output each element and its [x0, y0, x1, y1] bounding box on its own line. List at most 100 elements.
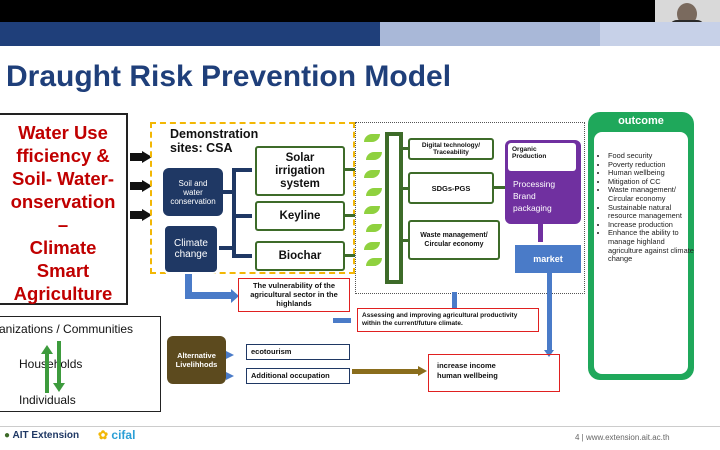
organizations-label: anizations / Communities: [0, 322, 134, 336]
sdgs-pgs-box: SDGs-PGS: [408, 172, 494, 204]
outcome-list: Food security Poverty reduction Human we…: [598, 151, 700, 264]
top-bar: [0, 0, 720, 22]
leaf-icon: [366, 224, 382, 232]
arrow-up-icon: [41, 345, 53, 354]
leaf-icon: [364, 206, 380, 214]
cifal-logo: ✿ cifal: [98, 428, 135, 442]
ecotourism-box: ecotourism: [246, 344, 350, 360]
leaf-icon: [364, 170, 380, 178]
income-line: human wellbeing: [437, 371, 498, 380]
vulnerability-box: The vulnerability of the agricultural se…: [238, 278, 350, 312]
arrow-head-1: [142, 151, 152, 163]
connector-navy-biochar: [236, 254, 252, 258]
outcome-title: outcome: [618, 115, 664, 127]
presenter-face: [677, 3, 697, 25]
individuals-label: Individuals: [19, 393, 76, 407]
connector-green-solar: [345, 168, 355, 171]
arrow-addocc: [226, 372, 234, 380]
waste-management-box: Waste management/ Circular economy: [408, 220, 500, 260]
connector-sdg-organic: [494, 186, 505, 189]
connector-green-sdg: [403, 187, 408, 190]
csa-box: Water Use fficiency & Soil- Water- onser…: [0, 113, 128, 305]
households-label: Households: [19, 357, 83, 371]
climate-change-box: Climate change: [163, 224, 219, 274]
header-band-dark: [0, 22, 380, 46]
footer-url: 4 | www.extension.ait.ac.th: [575, 433, 670, 442]
additional-occupation-box: Additional occupation: [246, 368, 350, 384]
connector-green-bottom: [385, 280, 403, 284]
arrow-organic-market: [538, 224, 543, 242]
connector-green-waste: [403, 239, 408, 242]
outcome-card: [594, 132, 688, 374]
leaf-icon: [366, 152, 382, 160]
footer-divider: [0, 426, 720, 427]
demo-sites-frame: [150, 122, 355, 274]
csa-text: Water Use fficiency & Soil- Water- onser…: [10, 122, 116, 304]
organic-production-title: Organic Production: [508, 143, 576, 171]
cifal-label: cifal: [111, 428, 136, 442]
globe-icon: ●: [4, 430, 11, 441]
arrow-head-income: [544, 350, 554, 357]
ait-extension-label: AIT Extension: [12, 430, 80, 441]
outcome-panel: outcome: [588, 112, 694, 380]
outcome-item: Increase production: [608, 220, 700, 230]
outcome-item: Food security: [608, 151, 700, 161]
alternative-livelihoods-box: Alternative Livelihhods: [167, 336, 226, 384]
connector-green-trunk-2: [399, 132, 403, 284]
outcome-item: Sustainable natural resource management: [608, 203, 700, 221]
arrow-up-shaft: [45, 353, 49, 393]
leaf-icon: [366, 258, 382, 266]
biochar-box: Biochar: [255, 241, 345, 271]
income-box: increase income human wellbeing: [428, 354, 560, 392]
arrow-shaft-1: [130, 153, 142, 161]
arrow-shaft-3: [130, 211, 142, 219]
cifal-icon: ✿: [98, 428, 109, 442]
connector-navy-keyline: [236, 214, 252, 218]
arrow-climate-vuln: [185, 292, 231, 299]
value-chain-frame: [355, 122, 585, 294]
connector-green-keyline: [345, 214, 355, 217]
solar-irrigation-box: Solar irrigation system: [255, 146, 345, 196]
arrow-shaft-2: [130, 182, 142, 190]
leaf-icon: [366, 188, 382, 196]
connector-navy-climate: [219, 246, 233, 250]
organic-item: packaging: [513, 203, 552, 213]
arrow-eco: [226, 351, 234, 359]
arrow-head-vuln: [231, 289, 239, 303]
ait-extension-logo: ● AIT Extension: [4, 430, 79, 441]
arrow-addocc-income: [352, 369, 420, 374]
leaf-icon: [364, 242, 380, 250]
outcome-item: Enhance the ability to manage highland a…: [608, 228, 700, 263]
organic-production-box: Organic Production Processing Brand pack…: [505, 140, 581, 224]
outcome-item: Mitigation of CC: [608, 177, 700, 187]
keyline-box: Keyline: [255, 201, 345, 231]
connector-navy-soil: [223, 190, 233, 194]
arrow-to-assess: [333, 318, 351, 323]
connector-green-top: [385, 132, 403, 136]
arrow-head-3: [142, 209, 152, 221]
market-box: market: [515, 245, 581, 273]
slide-title: Draught Risk Prevention Model: [6, 60, 452, 93]
income-line: increase income: [437, 361, 496, 370]
arrow-head-2: [142, 180, 152, 192]
assessing-box: Assessing and improving agricultural pro…: [357, 308, 539, 332]
outcome-item: Human wellbeing: [608, 169, 700, 178]
connector-green-trunk: [385, 132, 389, 284]
organic-item: Processing: [513, 179, 556, 189]
connector-navy-solar: [236, 168, 252, 172]
organic-items: Processing Brand packaging: [513, 178, 555, 214]
demo-sites-title: Demonstration sites: CSA: [170, 127, 259, 155]
connector-green-digital: [403, 147, 408, 150]
organic-item: Brand: [513, 191, 536, 201]
outcome-item: Poverty reduction: [608, 160, 700, 170]
digital-technology-box: Digital technology/ Traceability: [408, 138, 494, 160]
soil-water-box: Soil and water conservation: [163, 168, 223, 216]
connector-navy-vertical: [232, 168, 236, 258]
arrow-head-income-2: [418, 366, 427, 376]
arrow-assess-up: [452, 292, 457, 308]
arrow-market-down: [547, 273, 552, 353]
arrow-down-icon: [53, 383, 65, 392]
arrow-climate-down: [185, 274, 192, 296]
arrow-down-shaft: [57, 341, 61, 385]
leaf-icon: [364, 134, 380, 142]
